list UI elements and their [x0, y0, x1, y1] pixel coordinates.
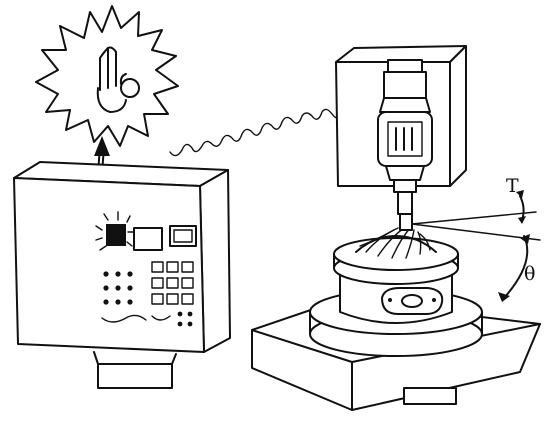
drive-shaft — [397, 191, 413, 215]
impeller-blades — [355, 227, 437, 259]
display-window-small — [133, 227, 163, 251]
ok-hand-gesture-icon — [96, 46, 140, 113]
compressor-wheel-assembly — [251, 213, 541, 411]
status-indicator-light — [95, 211, 135, 251]
ok-signal-burst — [35, 5, 179, 147]
torque-arc — [519, 195, 525, 221]
controller-unit — [13, 161, 231, 389]
keypad — [151, 261, 194, 305]
mounting-flange — [381, 287, 444, 315]
angle-label: θ — [524, 263, 535, 285]
servo-motor — [377, 59, 433, 215]
button-grid — [103, 271, 193, 327]
torque-label: T — [506, 175, 519, 197]
torque-angle-annotation: T θ — [411, 175, 541, 302]
display-window-large — [169, 225, 197, 247]
